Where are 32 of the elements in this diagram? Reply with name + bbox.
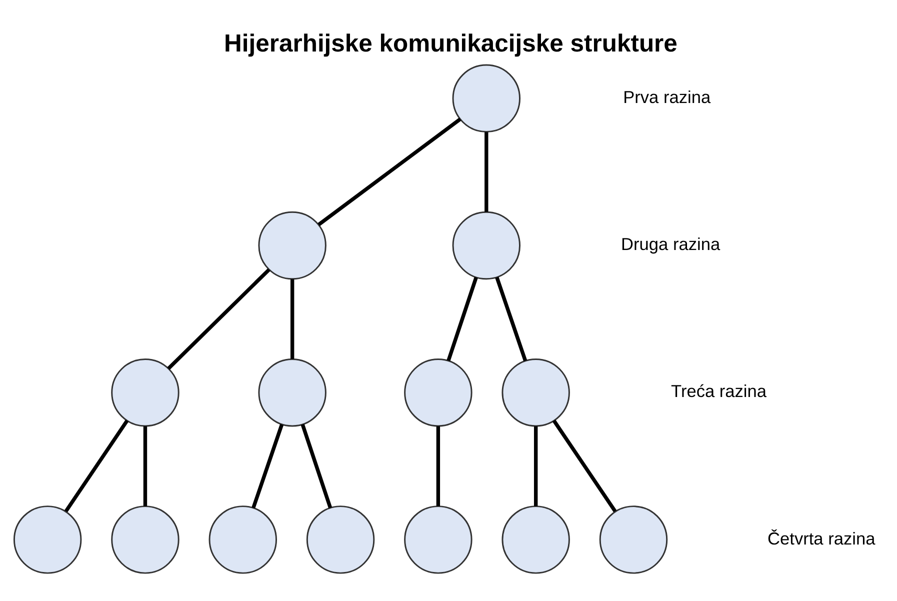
connector	[552, 420, 616, 512]
label: Prva razina	[622, 86, 710, 107]
node-circle	[452, 211, 520, 280]
connector	[533, 426, 538, 506]
node-circle	[110, 358, 179, 427]
node-circle	[12, 506, 82, 574]
label: Treća razina	[670, 381, 766, 402]
node-circle	[452, 64, 520, 133]
node-circle	[501, 358, 570, 427]
connector	[317, 118, 461, 226]
node-circle	[404, 358, 472, 427]
node-circle	[404, 506, 472, 574]
connector	[484, 132, 488, 212]
node-circle	[501, 506, 570, 574]
connector	[142, 426, 147, 506]
connector	[166, 268, 270, 370]
node-circle	[258, 211, 326, 280]
label: Druga razina	[620, 234, 720, 254]
connector	[436, 426, 440, 506]
connector	[446, 276, 478, 362]
node-circle	[306, 506, 374, 574]
connector	[290, 279, 294, 359]
connector	[64, 420, 128, 512]
node-circle	[258, 358, 326, 427]
connector	[300, 424, 332, 508]
node-circle	[598, 506, 668, 574]
label: Četvrta razina	[767, 528, 875, 548]
node-circle	[110, 506, 179, 574]
node-circle	[208, 506, 276, 574]
diagram-title: Hijerarhijske komunikacijske strukture	[224, 30, 677, 58]
connector	[494, 276, 527, 362]
connector	[251, 424, 284, 508]
